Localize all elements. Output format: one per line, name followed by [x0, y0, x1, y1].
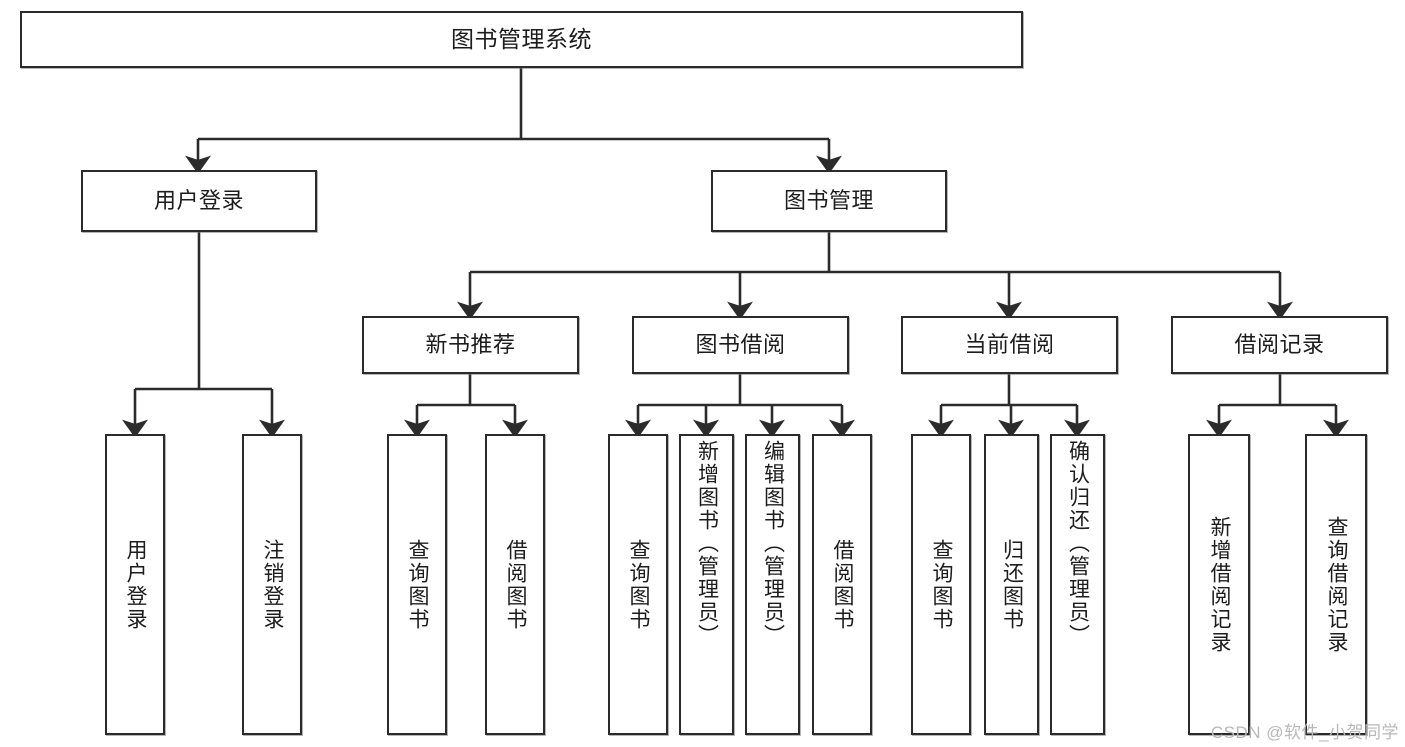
node-label: 用户登录	[153, 188, 244, 214]
node-current-borrow[interactable]: 当前借阅	[901, 316, 1118, 374]
leaf-user-logout[interactable]: 注销登录	[242, 434, 302, 735]
node-label: 查询借阅记录	[1325, 515, 1349, 654]
leaf-query-book-current[interactable]: 查询图书	[911, 434, 971, 735]
leaf-return-book[interactable]: 归还图书	[984, 434, 1039, 735]
node-label: 新增借阅记录	[1208, 515, 1232, 654]
node-user-login[interactable]: 用户登录	[81, 170, 317, 232]
node-label: 图书借阅	[695, 332, 786, 358]
node-label: 当前借阅	[964, 332, 1055, 358]
node-borrow-record[interactable]: 借阅记录	[1171, 316, 1388, 374]
node-label: 借阅图书	[504, 538, 528, 631]
leaf-edit-book-admin[interactable]: 编辑图书（管理员）	[745, 434, 800, 735]
node-label: 查询图书	[930, 538, 954, 631]
leaf-query-borrow-record[interactable]: 查询借阅记录	[1305, 434, 1367, 735]
node-label: 图书管理	[783, 188, 874, 214]
node-label: 图书管理系统	[451, 25, 592, 52]
leaf-confirm-return-admin[interactable]: 确认归还（管理员）	[1050, 434, 1105, 735]
leaf-borrow-book-recommend[interactable]: 借阅图书	[485, 434, 545, 735]
node-label: 新增图书（管理员）	[695, 440, 719, 647]
node-label: 查询图书	[627, 538, 651, 631]
node-label: 注销登录	[261, 538, 285, 631]
leaf-query-book-recommend[interactable]: 查询图书	[387, 434, 447, 735]
node-book-management[interactable]: 图书管理	[711, 170, 947, 232]
node-label: 借阅记录	[1234, 332, 1325, 358]
node-label: 用户登录	[124, 538, 148, 631]
node-label: 借阅图书	[831, 538, 855, 631]
node-label: 归还图书	[1000, 538, 1024, 631]
leaf-query-book-borrow[interactable]: 查询图书	[608, 434, 668, 735]
node-book-management-system[interactable]: 图书管理系统	[20, 11, 1023, 68]
leaf-add-book-admin[interactable]: 新增图书（管理员）	[679, 434, 734, 735]
node-label: 新书推荐	[425, 332, 516, 358]
node-label: 确认归还（管理员）	[1066, 440, 1090, 647]
csdn-watermark: CSDN @软件_小贺同学	[1210, 723, 1399, 742]
node-new-book-recommend[interactable]: 新书推荐	[362, 316, 579, 374]
leaf-add-borrow-record[interactable]: 新增借阅记录	[1188, 434, 1250, 735]
leaf-borrow-book[interactable]: 借阅图书	[812, 434, 872, 735]
node-book-borrow[interactable]: 图书借阅	[632, 316, 849, 374]
node-label: 编辑图书（管理员）	[761, 440, 785, 647]
leaf-user-login[interactable]: 用户登录	[105, 434, 165, 735]
node-label: 查询图书	[406, 538, 430, 631]
